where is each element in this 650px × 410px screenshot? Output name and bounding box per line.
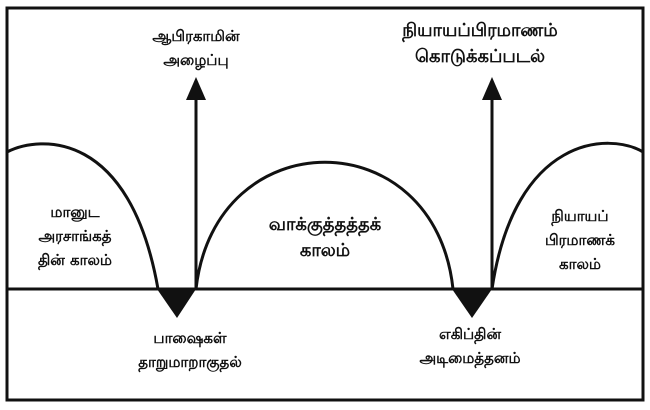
label-line: பாஷைகள் <box>153 329 227 347</box>
label-line: காலம் <box>299 240 351 261</box>
triangle-marker-egypt <box>452 289 492 318</box>
arrow-head-up-icon <box>482 77 502 100</box>
arc-promise <box>194 160 455 290</box>
label-egypt-bondage: எகிப்தின் அடிமைத்தனம் <box>419 322 520 370</box>
arc-human-government <box>6 142 160 290</box>
arrow-head-up-icon <box>186 77 206 100</box>
label-line: தின் காலம் <box>37 251 113 269</box>
label-line: அடிமைத்தனம் <box>419 349 521 367</box>
label-line: நியாயப்பிரமாணம் <box>402 20 558 41</box>
label-law-given: நியாயப்பிரமாணம் கொடுக்கப்படல் <box>402 18 558 70</box>
label-line: பிரமாணக் <box>544 231 616 249</box>
label-law-period: நியாயப் பிரமாணக் காலம் <box>545 204 615 276</box>
label-line: ஆபிரகாமின் <box>152 27 240 45</box>
label-tower-babel: பாஷைகள் தாறுமாறாகுதல் <box>138 326 242 374</box>
arc-law <box>490 141 644 290</box>
label-line: வாக்குத்தத்தக் <box>268 214 382 235</box>
label-line: அரசாங்கத் <box>38 227 112 245</box>
frame-border <box>5 6 645 402</box>
label-abraham-call: ஆபிரகாமின் அழைப்பு <box>152 24 239 72</box>
triangle-marker-babel <box>157 289 196 318</box>
label-line: நியாயப் <box>551 207 609 225</box>
label-line: கொடுக்கப்படல் <box>414 46 546 67</box>
label-line: மானுட <box>50 203 100 221</box>
label-line: அழைப்பு <box>163 51 229 69</box>
label-promise-period: வாக்குத்தத்தக் காலம் <box>269 212 381 264</box>
label-line: தாறுமாறாகுதல் <box>138 353 242 371</box>
label-human-government-period: மானுட அரசாங்கத் தின் காலம் <box>38 200 112 272</box>
label-line: காலம் <box>559 255 601 273</box>
label-line: எகிப்தின் <box>439 325 501 343</box>
